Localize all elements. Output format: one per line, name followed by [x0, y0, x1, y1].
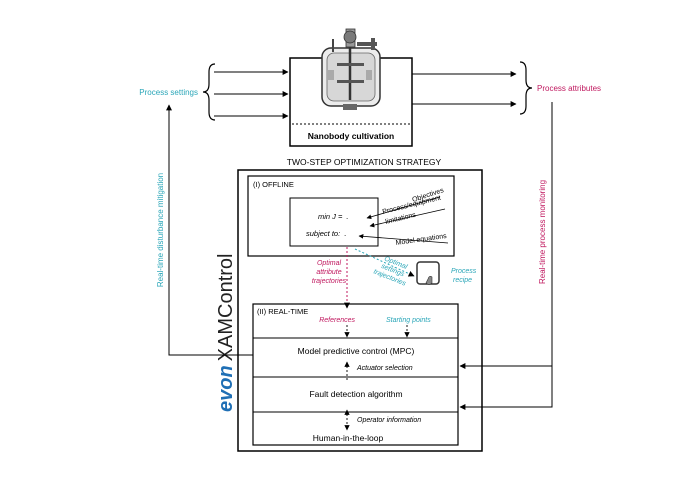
cultivation-block: Nanobody cultivation	[289, 28, 413, 147]
process-settings-inputs: Process settings	[139, 63, 289, 121]
starting-points-label: Starting points	[386, 317, 431, 324]
svg-text:.: .	[344, 229, 346, 238]
mpc-box	[252, 337, 459, 378]
hitl-label: Human-in-the-loop	[313, 433, 384, 443]
feedback-left: Real-time disturbance mitigation	[156, 104, 253, 356]
recipe-line1: Process	[451, 268, 477, 275]
feedback-right: Real-time process monitoring	[459, 102, 553, 410]
objective-text: min J =	[318, 212, 343, 221]
offline-label: (I) OFFLINE	[253, 180, 294, 189]
strategy-title: TWO-STEP OPTIMIZATION STRATEGY	[287, 157, 442, 167]
fault-label: Fault detection algorithm	[309, 389, 402, 399]
optimal-attr-line3: trajectories	[312, 278, 347, 285]
strategy-box	[237, 169, 483, 452]
realtime-section: (II) REAL-TIME References Starting point…	[252, 303, 459, 446]
offline-section: (I) OFFLINE min J = subject to: . . Obje…	[247, 175, 455, 257]
svg-text:evonXAMControl: evon XAMControl	[215, 254, 237, 413]
hitl-box	[252, 411, 459, 446]
references-label: References	[319, 317, 355, 324]
mpc-label: Model predictive control (MPC)	[298, 346, 415, 356]
input-model-equations: Model equations	[395, 233, 447, 247]
optimization-problem-box	[289, 197, 379, 247]
brand-evon: evon	[215, 365, 237, 412]
actuator-label: Actuator selection	[356, 365, 413, 372]
optimal-attr-line1: Optimal	[317, 260, 342, 267]
svg-text:.: .	[346, 212, 348, 221]
offline-realtime-links: Optimal attribute trajectories Optimal s…	[312, 247, 415, 309]
brand-logo: evon XAMControl	[215, 254, 237, 413]
process-attributes-label: Process attributes	[537, 84, 601, 93]
cultivation-label: Nanobody cultivation	[308, 131, 394, 141]
constraint-text: subject to:	[306, 229, 340, 238]
process-settings-label: Process settings	[139, 88, 198, 97]
realtime-label: (II) REAL-TIME	[257, 307, 308, 316]
operator-label: Operator information	[357, 417, 421, 424]
recipe-line2: recipe	[453, 277, 472, 284]
feedback-left-label: Real-time disturbance mitigation	[156, 173, 165, 287]
bioreactor-icon	[321, 28, 381, 110]
feedback-right-label: Real-time process monitoring	[538, 180, 547, 284]
optimal-attr-line2: attribute	[316, 269, 341, 276]
process-attributes-outputs: Process attributes	[412, 61, 601, 115]
process-recipe: Process recipe	[416, 261, 477, 285]
brand-product: XAMControl	[215, 254, 237, 362]
